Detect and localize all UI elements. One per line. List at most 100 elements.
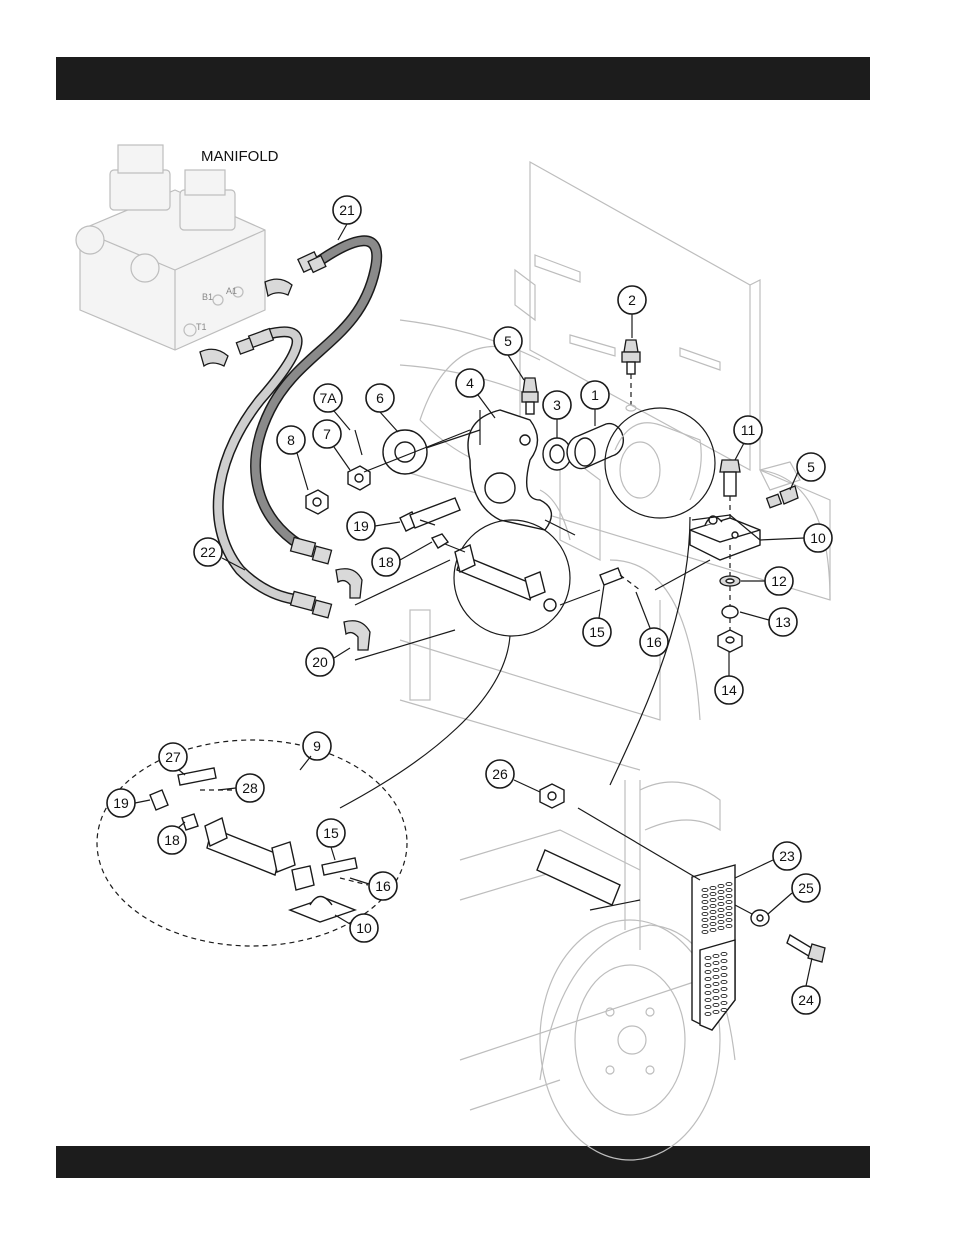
perforation-slot [726,906,732,909]
callout-15-detail: 15 [317,819,345,847]
perforation-slot [710,892,716,895]
callout-21: 21 [333,196,361,224]
callout-5-left: 5 [494,327,522,355]
perforation-slot [710,922,716,925]
callout-26: 26 [486,760,514,788]
svg-text:10: 10 [356,920,372,936]
perforation-slot [705,998,711,1001]
perforation-slot [718,902,724,905]
perforation-slot [721,987,727,990]
machine-frame [400,162,830,770]
callout-12: 12 [765,567,793,595]
port-b1: B1 [202,292,213,302]
perforation-slot [713,968,719,971]
svg-text:6: 6 [376,390,384,406]
perforation-slot [721,959,727,962]
perforation-slot [702,906,708,909]
perforation-slot [713,982,719,985]
perforation-slot [726,912,732,915]
callout-7a: 7A [314,384,342,412]
perforation-slot [718,896,724,899]
svg-text:24: 24 [798,992,814,1008]
svg-text:15: 15 [589,624,605,640]
callout-8: 8 [277,426,305,454]
svg-text:15: 15 [323,825,339,841]
perforation-slot [726,924,732,927]
manifold-assembly: B1 A1 T1 [76,145,265,350]
callout-28: 28 [236,774,264,802]
perforation-slot [726,918,732,921]
svg-text:8: 8 [287,432,295,448]
svg-text:5: 5 [807,459,815,475]
svg-text:21: 21 [339,202,355,218]
callout-16-detail: 16 [369,872,397,900]
callout-24: 24 [792,986,820,1014]
perforation-slot [702,924,708,927]
perforation-slot [718,920,724,923]
svg-text:9: 9 [313,738,321,754]
perforation-slot [721,1001,727,1004]
callout-13: 13 [769,608,797,636]
svg-text:7: 7 [323,426,331,442]
perforation-slot [713,1003,719,1006]
perforation-slot [726,894,732,897]
callout-9: 9 [303,732,331,760]
perforation-slot [710,904,716,907]
perforation-slot [710,928,716,931]
callout-10-detail: 10 [350,914,378,942]
svg-text:19: 19 [353,518,369,534]
callout-1: 1 [581,381,609,409]
svg-text:16: 16 [375,878,391,894]
perforation-slot [721,994,727,997]
callout-2: 2 [618,286,646,314]
callout-27: 27 [159,743,187,771]
callout-25: 25 [792,874,820,902]
pivot-bracket [690,516,760,652]
svg-text:19: 19 [113,795,129,811]
perforation-slot [702,912,708,915]
callout-23: 23 [773,842,801,870]
perforation-slot [718,890,724,893]
svg-text:16: 16 [646,634,662,650]
perforation-slot [713,975,719,978]
perforation-slot [702,888,708,891]
perforation-slot [726,888,732,891]
perforation-slot [705,970,711,973]
bolt-2 [622,340,640,411]
perforation-slot [710,886,716,889]
callout-3: 3 [543,391,571,419]
callout-20: 20 [306,648,334,676]
perforation-slot [705,991,711,994]
callout-16: 16 [640,628,668,656]
svg-text:23: 23 [779,848,795,864]
perforation-slot [718,926,724,929]
svg-text:18: 18 [164,832,180,848]
callout-4: 4 [456,369,484,397]
perforation-slot [702,900,708,903]
perforation-slot [710,898,716,901]
perforation-slot [721,973,727,976]
perforation-slot [710,910,716,913]
bolt-11 [720,460,740,520]
svg-text:13: 13 [775,614,791,630]
svg-text:20: 20 [312,654,328,670]
perforation-slot [718,914,724,917]
perforation-slot [721,966,727,969]
perforation-slot [705,1012,711,1015]
callout-10: 10 [804,524,832,552]
perforation-slot [718,884,724,887]
perforation-slot [705,1005,711,1008]
perforation-slot [705,956,711,959]
perforation-slot [702,930,708,933]
callout-19: 19 [347,512,375,540]
perforation-slot [726,882,732,885]
callout-6: 6 [366,384,394,412]
perforation-slot [705,963,711,966]
svg-text:2: 2 [628,292,636,308]
svg-text:3: 3 [553,397,561,413]
perforation-slot [705,977,711,980]
callout-7: 7 [313,420,341,448]
svg-text:14: 14 [721,682,737,698]
perforation-slot [713,989,719,992]
